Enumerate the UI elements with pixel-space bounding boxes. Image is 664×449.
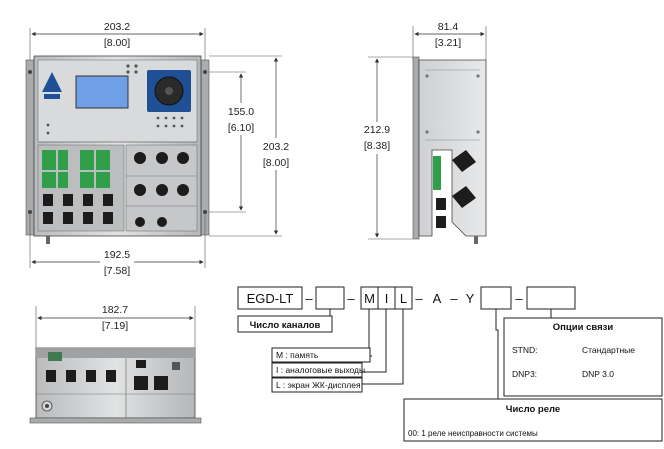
bottom-connectors bbox=[46, 352, 180, 390]
comm-row-code: DNP3: bbox=[512, 369, 537, 379]
side-mount-flange bbox=[412, 56, 420, 240]
side-height-inch-label: [8.38] bbox=[364, 140, 390, 152]
side-depth-label: 81.4 bbox=[438, 21, 459, 33]
enclosure-side bbox=[418, 59, 487, 237]
mount-width-label: 192.5 bbox=[104, 249, 130, 261]
mount-height-label: 155.0 bbox=[228, 106, 254, 118]
l-option-label: L : экран ЖК-дисплея bbox=[276, 380, 361, 390]
channels-legend: Число каналов bbox=[250, 320, 321, 331]
front-view: 203.2 [8.00] bbox=[25, 21, 293, 277]
relay-option-label: 00: 1 реле неисправности системы bbox=[408, 429, 538, 438]
lcd-display bbox=[75, 75, 129, 109]
code-prefix-box bbox=[237, 286, 303, 310]
i-option-label: I : аналоговые выходы bbox=[276, 365, 365, 375]
left-mount-flange bbox=[25, 59, 35, 236]
relay-options-title: Число реле bbox=[506, 404, 560, 415]
m-option-box bbox=[271, 347, 371, 363]
mount-width-inch-label: [7.58] bbox=[104, 265, 130, 277]
m-option-label: M : память bbox=[276, 350, 319, 360]
code-dash-4: – bbox=[450, 291, 458, 306]
code-relay-box bbox=[480, 286, 512, 310]
enclosure-bottom bbox=[35, 347, 196, 419]
right-mount-flange bbox=[200, 59, 210, 236]
mount-height-inch-label: [6.10] bbox=[228, 122, 254, 134]
code-a: A bbox=[433, 291, 442, 306]
led-indicators bbox=[46, 64, 184, 135]
front-width-label: 203.2 bbox=[104, 21, 130, 33]
front-height-inch-label: [8.00] bbox=[263, 157, 289, 169]
code-y: Y bbox=[466, 291, 475, 306]
code-dash-3: – bbox=[415, 291, 423, 306]
bottom-width-label: 182.7 bbox=[102, 304, 128, 316]
code-comm-box bbox=[526, 286, 576, 310]
code-prefix: EGD-LT bbox=[247, 291, 294, 306]
code-dash-2: – bbox=[347, 291, 355, 306]
side-view: 81.4 [3.21] 212.9 [8.38] bbox=[360, 21, 487, 244]
bottom-view: 182.7 [7.19] bbox=[29, 304, 202, 424]
code-m: M bbox=[364, 291, 375, 306]
side-depth-inch-label: [3.21] bbox=[435, 37, 461, 49]
l-option-box bbox=[271, 377, 363, 393]
comm-row-code: STND: bbox=[512, 345, 538, 355]
io-connectors bbox=[43, 194, 113, 224]
code-l: L bbox=[400, 291, 407, 306]
brand-logo-icon bbox=[42, 72, 62, 99]
relay-options-box bbox=[403, 398, 663, 442]
code-i: I bbox=[385, 291, 389, 306]
channels-legend-box bbox=[237, 315, 333, 333]
bottom-width-inch-label: [7.19] bbox=[102, 320, 128, 332]
front-height-label: 203.2 bbox=[263, 141, 289, 153]
comm-row-desc: Стандартные bbox=[582, 345, 635, 355]
code-channels-box bbox=[315, 286, 345, 310]
side-height-label: 212.9 bbox=[364, 124, 390, 136]
side-terminals bbox=[433, 150, 476, 228]
code-dash-1: – bbox=[305, 291, 313, 306]
sensor-ports bbox=[134, 152, 189, 227]
comm-options-title: Опции связи bbox=[553, 322, 614, 333]
terminal-blocks bbox=[42, 150, 110, 188]
comm-row-desc: DNP 3.0 bbox=[582, 369, 614, 379]
code-dash-5: – bbox=[515, 291, 523, 306]
i-option-box bbox=[271, 362, 363, 378]
ordering-code: EGD-LT – – M I L – A – Y – Число каналов bbox=[237, 286, 663, 442]
comm-options-box bbox=[503, 317, 663, 397]
front-width-inch-label: [8.00] bbox=[104, 37, 130, 49]
ground-stud bbox=[46, 236, 50, 244]
